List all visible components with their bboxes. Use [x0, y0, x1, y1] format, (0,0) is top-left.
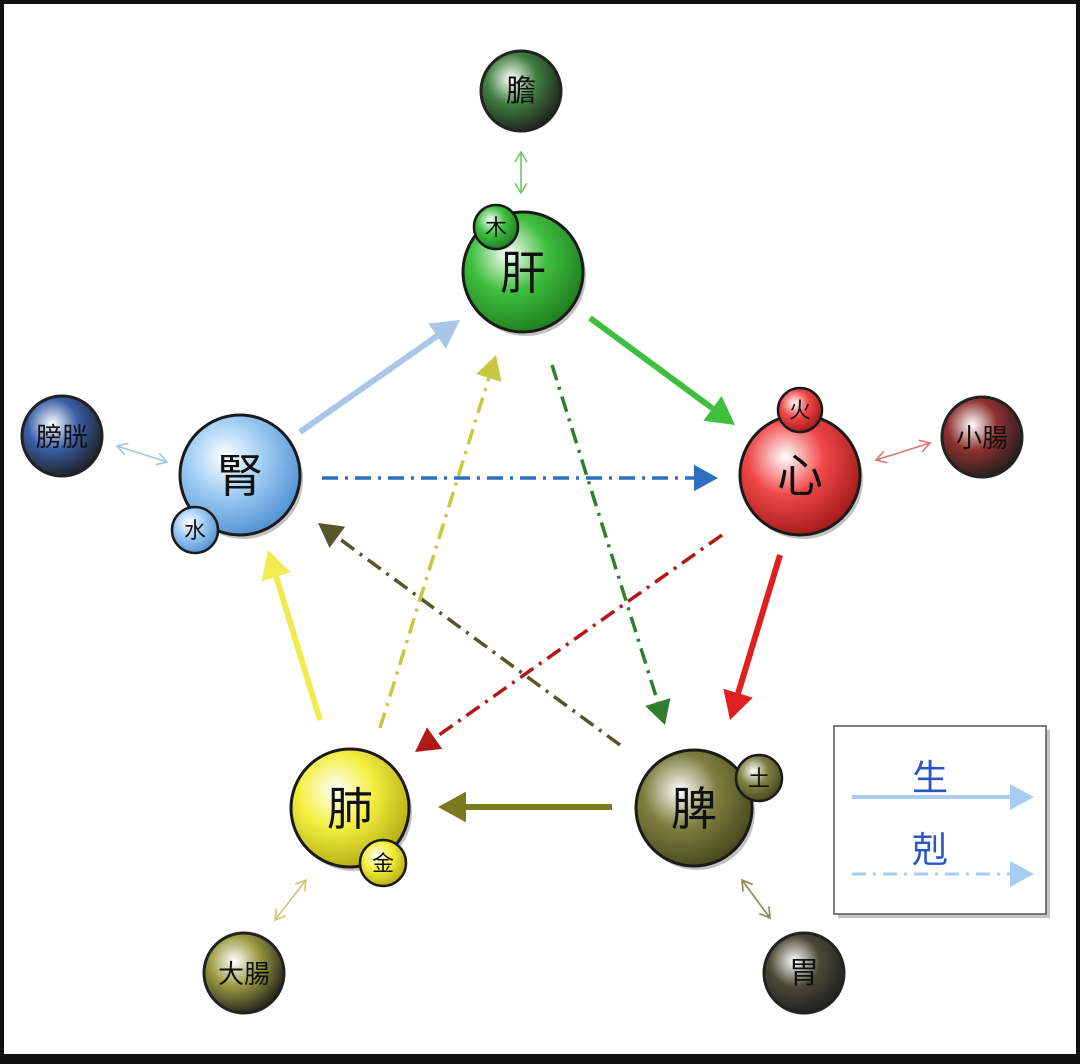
generating-arrowhead-kidney-liver — [428, 320, 460, 349]
element-label-spleen: 土 — [748, 767, 770, 792]
organ-label-liver: 肝 — [500, 246, 546, 300]
generating-arrow-liver-heart — [588, 315, 715, 411]
fu-link-head-a-small-intestine — [918, 439, 932, 453]
controlling-arrowhead-heart-lung — [415, 727, 443, 752]
controlling-arrow-lung-liver — [378, 377, 491, 729]
fu-link-head-b-stomach — [741, 878, 754, 892]
controlling-arrowhead-lung-liver — [476, 355, 502, 382]
fu-node-small-intestine — [940, 395, 1024, 479]
legend: 生 剋 — [833, 725, 1050, 918]
element-badge-spleen — [734, 753, 784, 803]
fu-link-head-a-large-intestine — [294, 878, 307, 892]
controlling-arrow-heart-lung — [433, 533, 724, 740]
controlling-arrowhead-spleen-kidney — [318, 523, 346, 548]
organ-node-kidney — [178, 413, 302, 537]
fu-label-bladder: 膀胱 — [36, 423, 88, 453]
organ-label-lung: 肺 — [327, 782, 373, 836]
element-label-liver: 木 — [485, 216, 507, 241]
fu-link-head-b-gallbladder — [514, 150, 528, 163]
generating-arrows — [261, 315, 783, 823]
fu-label-stomach: 胃 — [789, 956, 819, 991]
element-badge-lung — [358, 838, 408, 888]
element-badge-kidney — [170, 505, 220, 555]
generating-arrowhead-spleen-lung — [438, 791, 466, 823]
controlling-arrowhead-kidney-heart — [694, 464, 718, 492]
fu-node-bladder — [20, 394, 104, 478]
fu-link-head-b-small-intestine — [874, 450, 888, 464]
fu-label-large-intestine: 大腸 — [218, 960, 270, 990]
controlling-arrow-spleen-kidney — [336, 535, 622, 747]
fu-link-head-b-bladder — [115, 442, 129, 456]
organ-node-lung — [289, 747, 411, 869]
element-label-heart: 火 — [789, 399, 811, 424]
generating-arrow-kidney-liver — [298, 333, 439, 435]
fu-link-bladder — [116, 445, 168, 463]
generating-arrowhead-heart-spleen — [723, 688, 753, 720]
generating-arrow-lung-kidney — [273, 575, 323, 721]
controlling-arrows — [318, 355, 724, 752]
element-label-kidney: 水 — [184, 519, 206, 544]
organ-label-spleen: 脾 — [671, 782, 717, 836]
fu-link-stomach — [741, 879, 771, 919]
fu-link-head-a-stomach — [758, 906, 771, 920]
controlling-arrowhead-liver-spleen — [645, 698, 671, 725]
fu-link-head-a-gallbladder — [514, 182, 528, 195]
fu-label-small-intestine: 小腸 — [956, 424, 1008, 454]
fu-link-head-a-bladder — [155, 452, 169, 466]
fu-node-stomach — [762, 931, 846, 1015]
fu-node-large-intestine — [202, 931, 286, 1015]
legend-controlling-label: 剋 — [912, 830, 948, 871]
generating-arrow-heart-spleen — [735, 554, 783, 695]
legend-generating-label: 生 — [912, 758, 948, 799]
fu-link-head-b-large-intestine — [274, 908, 287, 922]
element-badge-liver — [472, 203, 520, 251]
fu-pair-arrows — [115, 150, 932, 922]
organ-node-spleen — [634, 748, 754, 868]
legend-generating-arrowhead — [1010, 784, 1034, 810]
legend-controlling-arrowhead — [1010, 861, 1034, 887]
fu-link-large-intestine — [274, 879, 307, 921]
element-badge-heart — [776, 386, 824, 434]
controlling-arrow-liver-spleen — [550, 364, 660, 703]
fu-node-gallbladder — [479, 49, 563, 133]
organ-label-heart: 心 — [777, 449, 823, 503]
fu-label-gallbladder: 膽 — [506, 74, 536, 109]
generating-arrowhead-lung-kidney — [261, 550, 291, 582]
organ-label-kidney: 腎 — [217, 449, 263, 503]
generating-arrowhead-liver-heart — [703, 395, 735, 425]
element-label-lung: 金 — [372, 852, 394, 877]
fu-link-small-intestine — [875, 442, 931, 461]
